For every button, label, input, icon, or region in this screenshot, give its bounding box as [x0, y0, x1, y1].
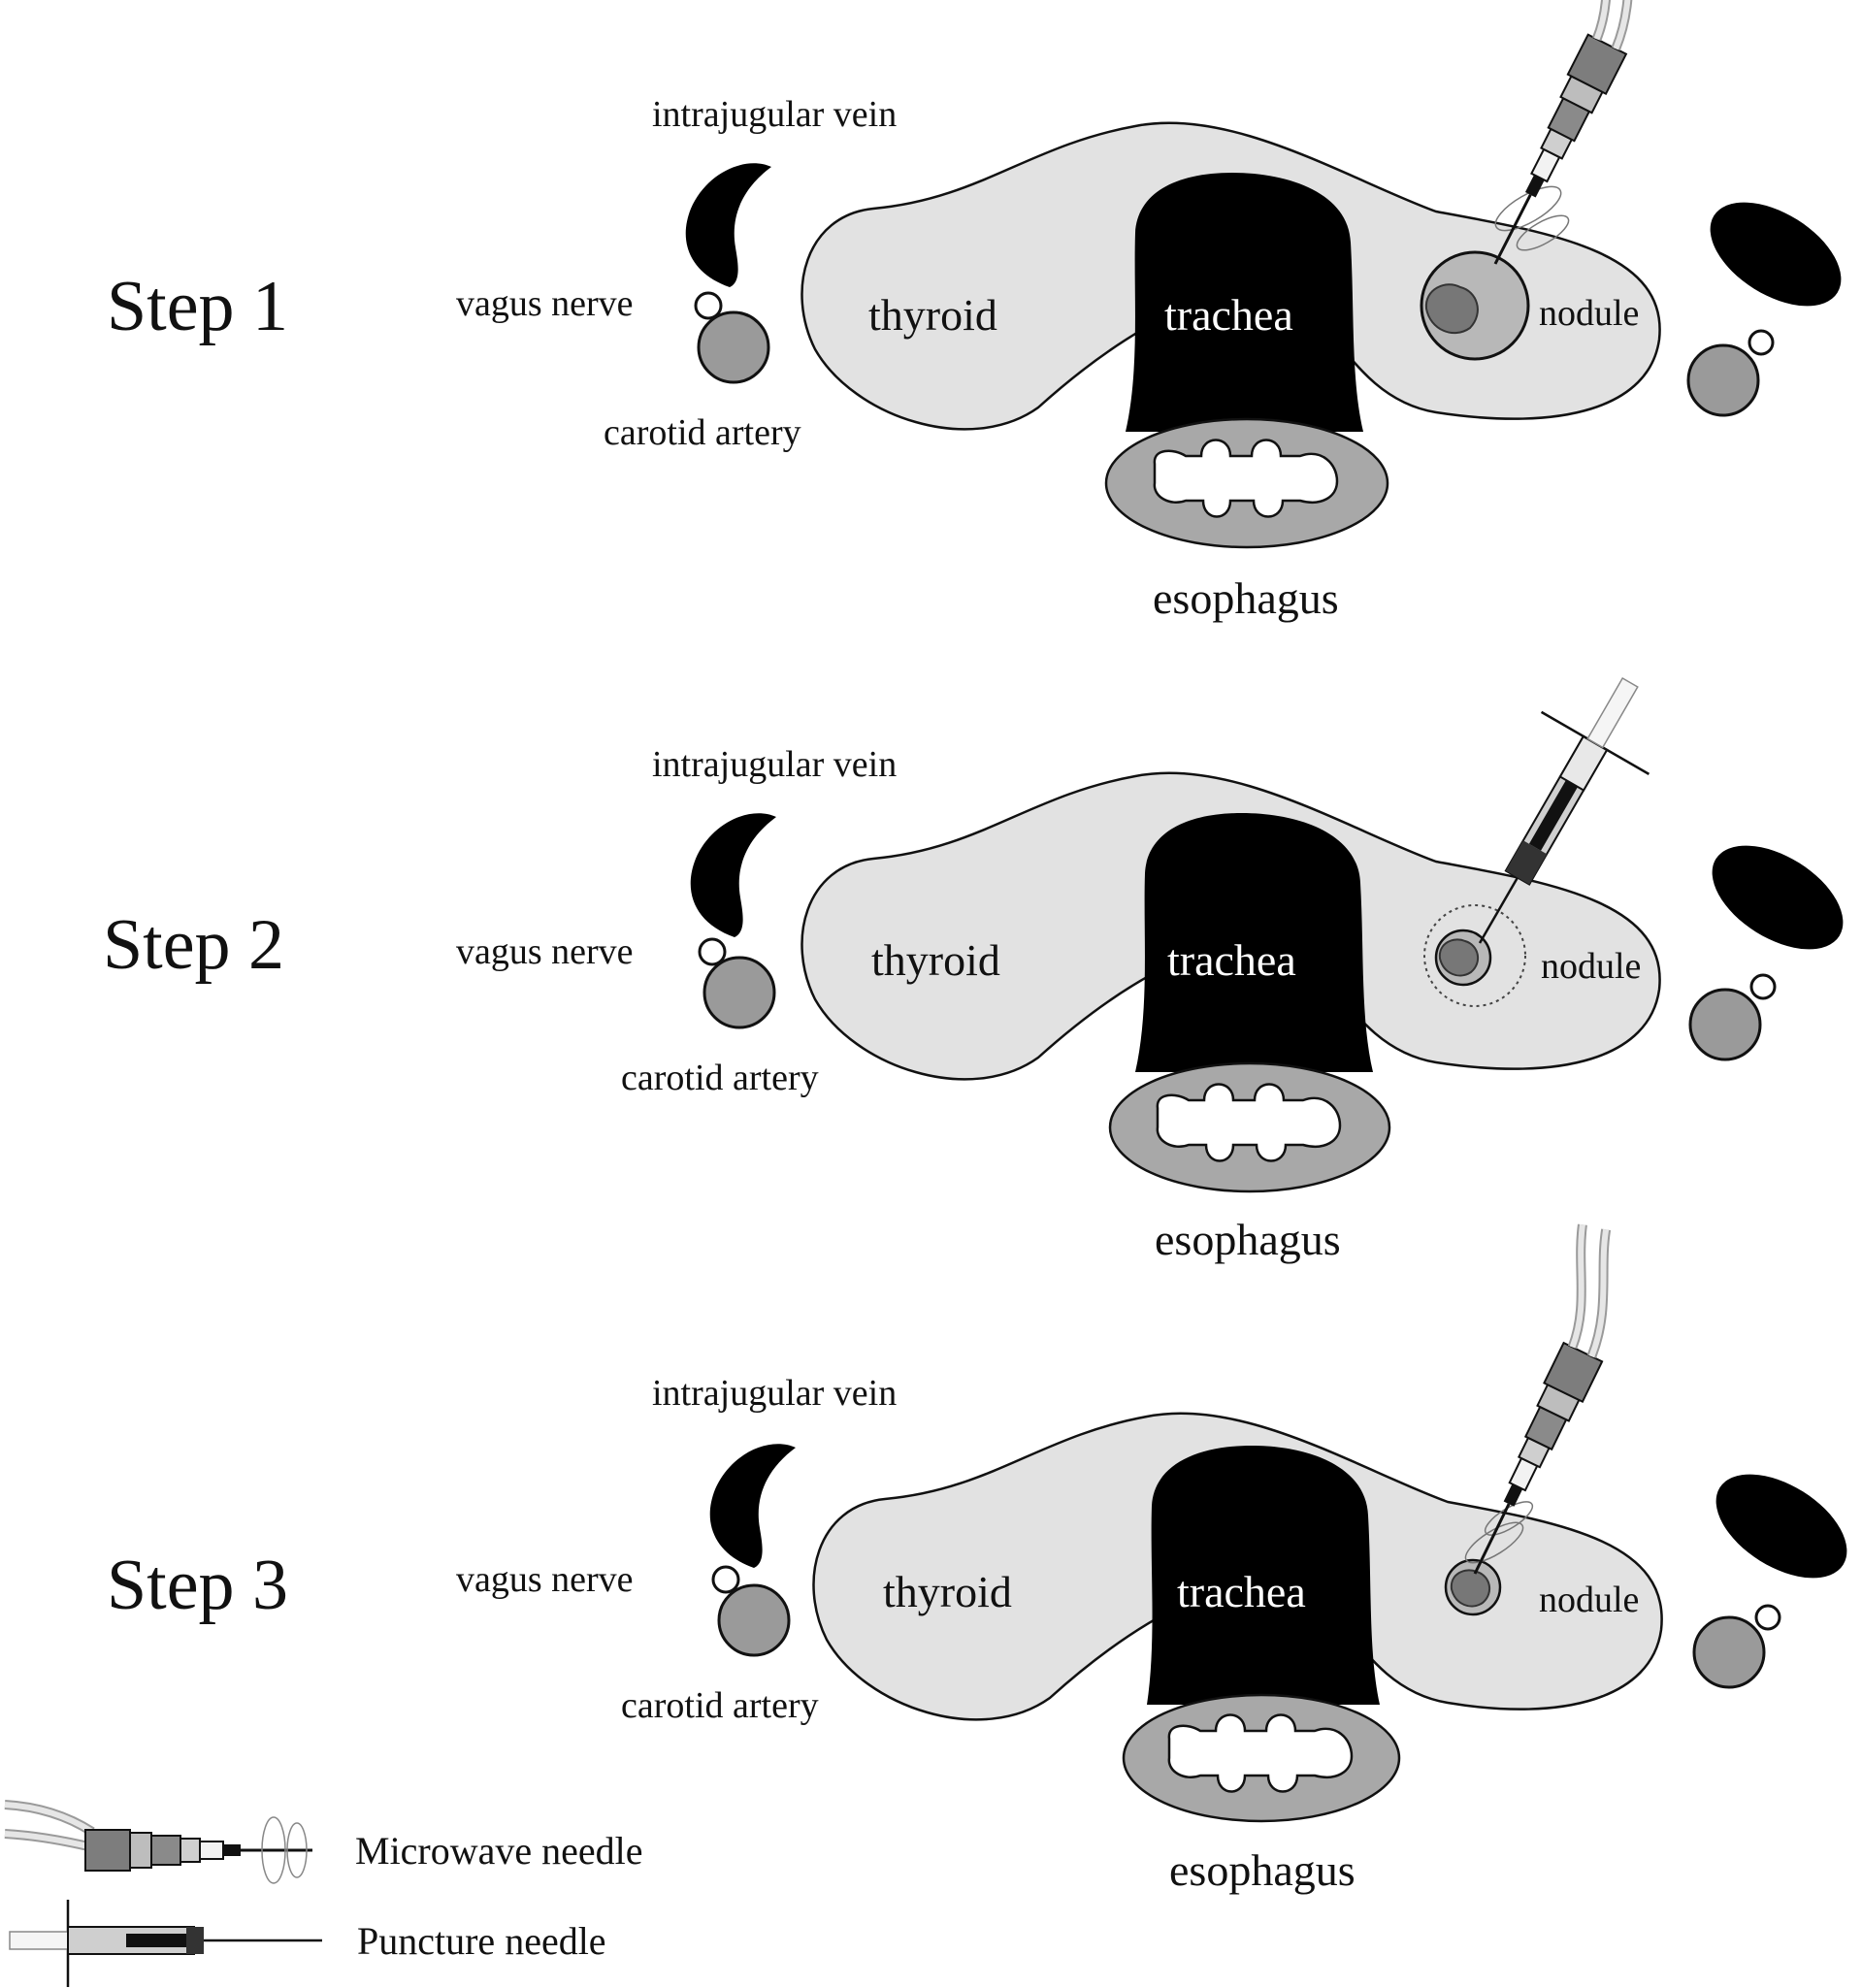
carotid-artery	[717, 1583, 791, 1657]
nerve-label: vagus nerve	[456, 1559, 634, 1600]
vagus-nerve	[694, 291, 723, 320]
ablation-field-icon	[1494, 185, 1570, 251]
contralateral-nerve	[1748, 329, 1775, 356]
vein-label: intrajugular vein	[652, 1373, 897, 1414]
nodule-label: nodule	[1539, 1580, 1639, 1620]
contralateral-nerve	[1754, 1604, 1781, 1631]
legend-microwave-needle-icon	[4, 1800, 312, 1884]
esophagus-label: esophagus	[1155, 1215, 1341, 1264]
trachea-label: trachea	[1164, 290, 1293, 340]
esophagus-lumen	[1156, 1083, 1342, 1162]
carotid-artery	[697, 310, 770, 384]
contralateral-artery	[1692, 1615, 1766, 1689]
esophagus-lumen	[1153, 439, 1339, 518]
legend-label-microwave: Microwave needle	[355, 1829, 643, 1873]
step-title: Step 3	[107, 1546, 288, 1625]
contralateral-vein	[1712, 845, 1844, 950]
step-2-panel: Step 2 intrajugular vein vagus nerve car…	[103, 650, 1844, 1264]
nodule-core	[1438, 938, 1480, 977]
trachea-label: trachea	[1177, 1567, 1306, 1616]
nodule-label: nodule	[1541, 946, 1641, 987]
vagus-nerve	[711, 1565, 740, 1594]
nodule-core	[1450, 1569, 1491, 1608]
trachea	[1135, 813, 1373, 1072]
trachea-label: trachea	[1167, 935, 1296, 985]
artery-label: carotid artery	[621, 1058, 819, 1098]
legend: Microwave needle Puncture needle	[4, 1800, 643, 1987]
ablation-field-icon	[1464, 1501, 1534, 1564]
contralateral-artery	[1688, 988, 1762, 1061]
nerve-label: vagus nerve	[456, 283, 634, 324]
esophagus-lumen	[1167, 1713, 1354, 1793]
step-title: Step 1	[107, 267, 288, 346]
esophagus-label: esophagus	[1153, 573, 1339, 623]
trachea	[1147, 1446, 1380, 1705]
step-title: Step 2	[103, 905, 284, 985]
step-1-panel: Step 1 intrajugular vein vagus nerve car…	[107, 0, 1842, 623]
carotid-artery	[702, 956, 776, 1029]
isolation-fluid-zone	[1423, 904, 1526, 1007]
legend-puncture-needle-icon	[9, 1900, 322, 1987]
artery-label: carotid artery	[621, 1685, 819, 1726]
artery-label: carotid artery	[604, 412, 801, 453]
nodule-core	[1424, 283, 1479, 335]
nerve-label: vagus nerve	[456, 931, 634, 972]
vagus-nerve	[698, 937, 727, 966]
vein-label: intrajugular vein	[652, 744, 897, 785]
intrajugular-vein	[685, 163, 771, 287]
intrajugular-vein	[690, 813, 776, 937]
thyroid-label: thyroid	[871, 935, 1000, 985]
thyroid-label: thyroid	[883, 1567, 1012, 1616]
trachea	[1126, 173, 1363, 432]
contralateral-vein	[1710, 202, 1842, 307]
nodule-label: nodule	[1539, 293, 1639, 334]
contralateral-nerve	[1749, 973, 1777, 1000]
thyroid-label: thyroid	[868, 290, 997, 340]
esophagus-label: esophagus	[1169, 1845, 1356, 1895]
step-3-panel: Step 3 intrajugular vein vagus nerve car…	[107, 1220, 1847, 1895]
intrajugular-vein	[709, 1444, 796, 1568]
vein-label: intrajugular vein	[652, 94, 897, 135]
contralateral-artery	[1686, 343, 1760, 417]
legend-label-puncture: Puncture needle	[357, 1919, 606, 1963]
contralateral-vein	[1715, 1474, 1847, 1579]
